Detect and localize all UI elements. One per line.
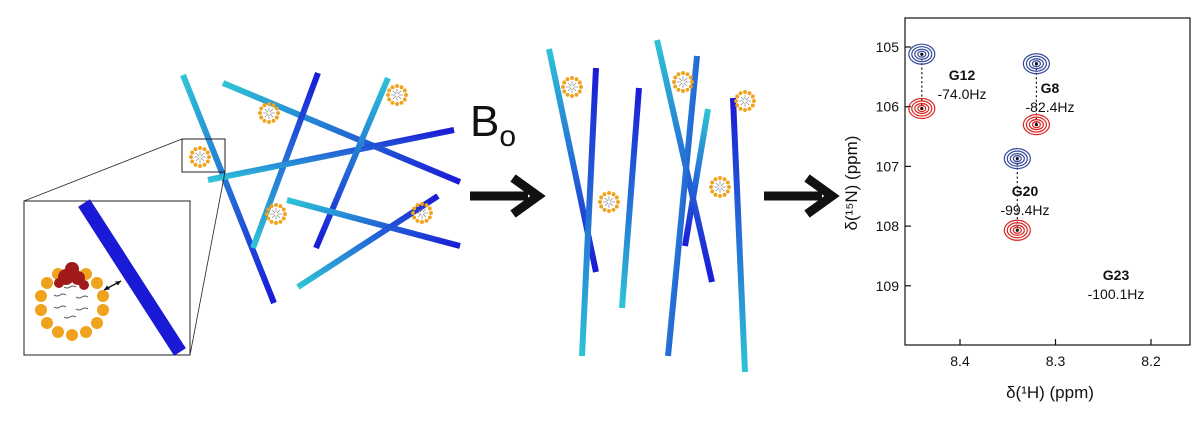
x-axis-label: δ(¹H) (ppm) [1006,383,1094,402]
zoom-guide-line [23,138,183,202]
rod [619,87,642,309]
micelle-icon [671,70,695,94]
y-tick-label: 106 [876,99,900,115]
x-axis-ticks: 8.48.38.28.1 [950,339,1161,369]
y-tick-label: 107 [876,158,900,174]
y-axis-ticks: 105 106 107 108 109 [876,39,911,294]
rod [730,97,748,373]
x-tick-label: 8.3 [1046,353,1066,369]
micelle-icon [560,75,584,99]
peak-red-contour [1003,219,1031,241]
zoom-guide-line [189,171,226,356]
field-label: Bo [470,100,517,153]
micelle-icon [597,190,621,214]
x-tick-label: 8.2 [1141,353,1161,369]
rod [579,67,599,357]
peak-red-contour [908,97,936,120]
rod [682,108,711,247]
rod [180,73,277,305]
inset-rod [78,199,186,356]
random-rod-network [23,71,462,356]
rod [665,55,700,357]
peak-name-label: G8 [1041,80,1060,96]
peak-coupling-label: -82.4Hz [1025,99,1074,115]
rod [286,197,461,249]
micelle-icon [385,83,409,107]
rod [296,193,440,290]
micelle-icon [188,145,212,169]
rod [207,127,455,183]
peak-name-label: G12 [949,67,976,83]
y-tick-label: 105 [876,39,900,55]
rod [221,80,462,185]
inset-micelle [35,262,109,341]
peak-coupling-label: -74.0Hz [937,86,986,102]
micelle-icon [410,201,434,225]
right-arrow-icon [764,174,840,218]
zoom-region-box [181,138,226,173]
peak-red-contour [1022,114,1051,136]
x-tick-label: 8.4 [950,353,970,369]
peak-name-label: G20 [1012,183,1039,199]
y-tick-label: 109 [876,278,900,294]
peak-coupling-label: -99.4Hz [1000,202,1049,218]
zoom-inset [23,199,191,356]
aligned-rod-network [546,39,757,373]
right-arrow-icon [470,174,546,218]
rod [250,71,321,250]
y-axis-label: δ(¹⁵N) (ppm) [842,136,861,231]
field-symbol: B [470,100,500,146]
peak-coupling-label: -100.1Hz [1088,286,1145,302]
micelle-icon [708,175,732,199]
protein-icon [54,262,89,290]
y-tick-label: 108 [876,218,900,234]
micelle-icon [733,89,757,113]
peak-blue-contour [1003,148,1031,170]
peak-name-label: G23 [1103,267,1130,283]
rod [313,76,391,250]
peak-blue-contour [1022,53,1051,75]
field-subscript: o [499,120,517,153]
peak-blue-contour [908,43,936,65]
plot-frame [904,17,1191,346]
